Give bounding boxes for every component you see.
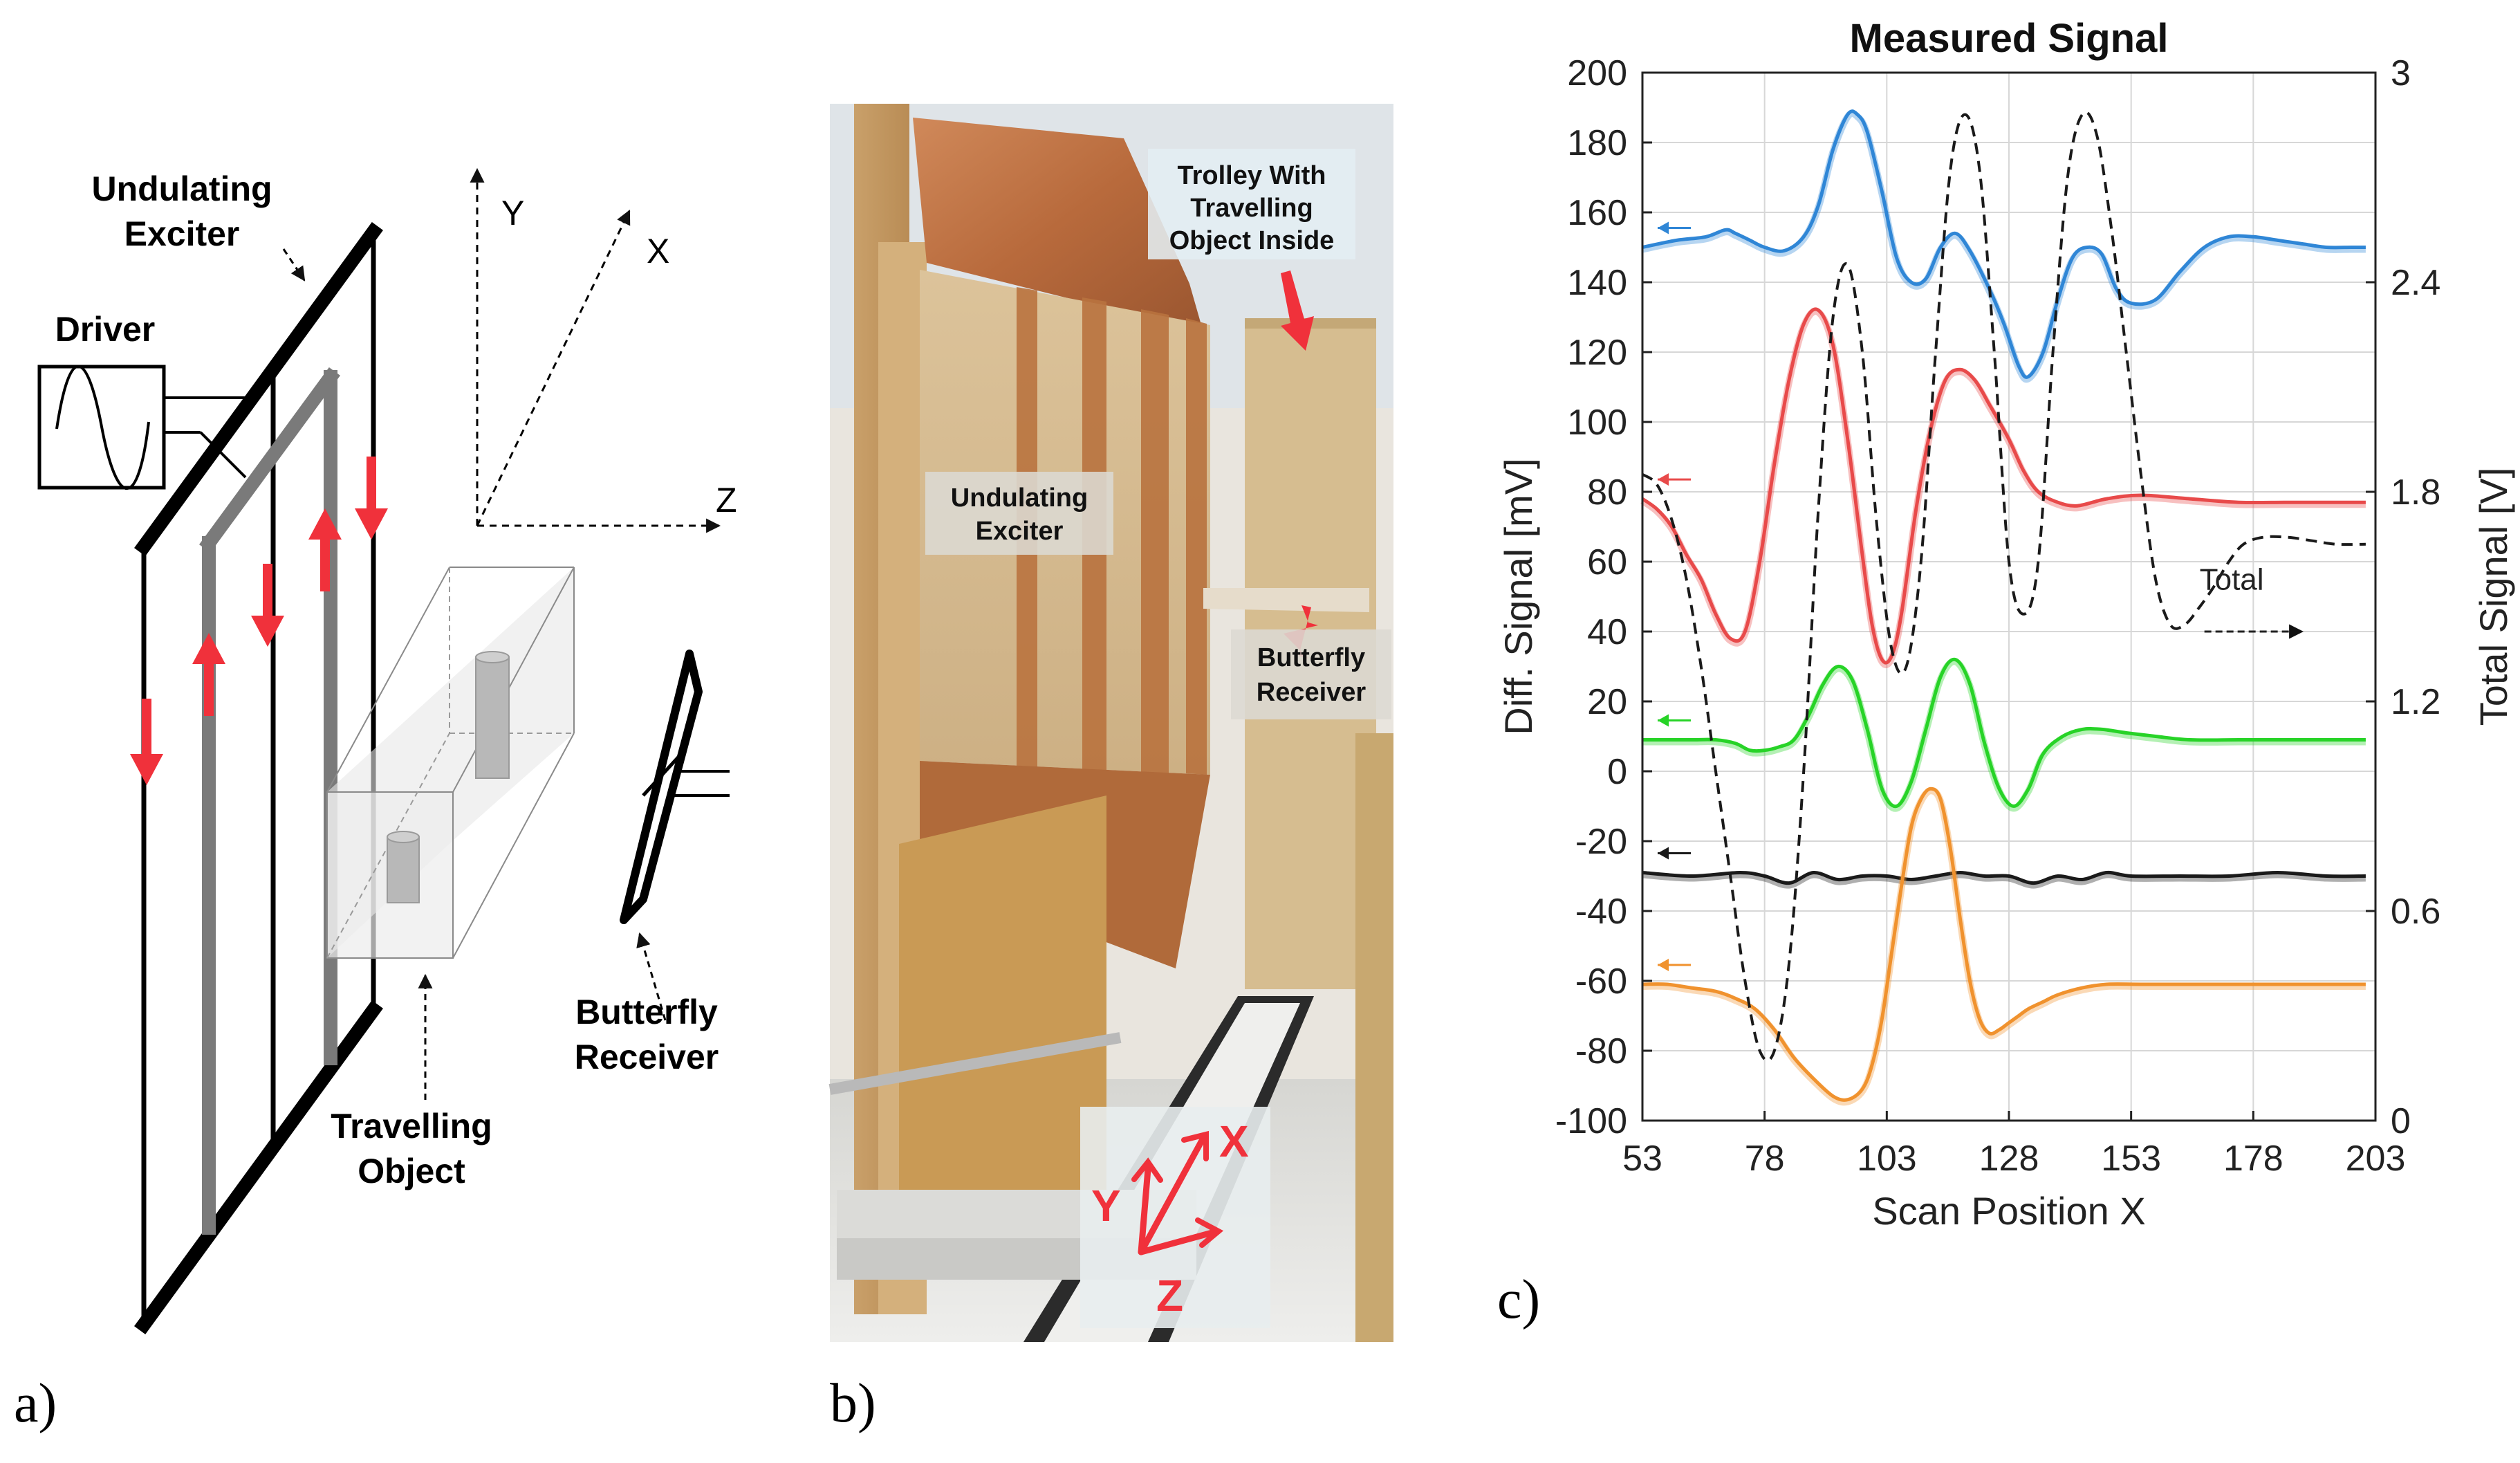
object-label-2: Object	[358, 1152, 465, 1190]
photo-exciter-label-2: Exciter	[976, 517, 1064, 546]
series-arrowhead-2	[1658, 714, 1669, 727]
driver-label: Driver	[55, 310, 156, 349]
driver	[37, 365, 249, 490]
series-markers	[1658, 221, 1691, 972]
y-tick-label: 60	[1587, 542, 1627, 582]
y2-tick-label: 1.8	[2391, 472, 2440, 513]
exciter-frame	[134, 222, 383, 1334]
series-line-total	[1641, 111, 2366, 1062]
y-tick-label: 80	[1587, 472, 1627, 513]
photo-axis-y: Y	[1091, 1181, 1121, 1231]
y-tick-label: 120	[1567, 333, 1627, 373]
chart-series	[1640, 109, 2366, 1106]
travelling-object-box	[326, 567, 575, 1100]
current-arrows	[130, 457, 388, 785]
panel-b-label: b)	[830, 1373, 876, 1434]
series-line-0	[1642, 109, 2366, 379]
photo-axis-x: X	[1219, 1116, 1249, 1166]
y-tick-label: 100	[1567, 403, 1627, 443]
series-arrowhead-0	[1658, 221, 1669, 234]
series-line-4	[1642, 786, 2366, 1102]
panel-b: Trolley With Travelling Object Inside Un…	[828, 104, 1393, 1434]
y-tick-label: -40	[1575, 892, 1627, 932]
receiver-label-2: Receiver	[575, 1038, 719, 1076]
exciter-label-2: Exciter	[124, 214, 240, 253]
y-tick-label: 0	[1607, 752, 1627, 792]
y-tick-label: 20	[1587, 682, 1627, 722]
butterfly-receiver	[282, 248, 730, 1021]
y-tick-label: -20	[1575, 822, 1627, 862]
photo-axis-z: Z	[1156, 1271, 1183, 1321]
y-tick-label: -60	[1575, 961, 1627, 1002]
panel-c-label: c)	[1497, 1269, 1540, 1330]
axis-z-label: Z	[716, 481, 737, 519]
x-tick-label: 103	[1857, 1139, 1917, 1179]
x-axis-label: Scan Position X	[1872, 1189, 2145, 1233]
trolley-label-2: Travelling	[1190, 194, 1313, 223]
y2-tick-label: 0	[2391, 1101, 2411, 1141]
y2-tick-label: 0.6	[2391, 892, 2440, 932]
photo-axes	[1131, 1130, 1224, 1255]
y2-tick-label: 2.4	[2391, 263, 2440, 303]
photo-receiver-label-2: Receiver	[1257, 678, 1366, 707]
trolley-label-3: Object Inside	[1169, 226, 1335, 255]
y-tick-label: -80	[1575, 1031, 1627, 1071]
series-line-shadow	[1642, 871, 2366, 889]
y-tick-label: 40	[1587, 612, 1627, 652]
y2-tick-label: 3	[2391, 53, 2411, 93]
y2-tick-label: 1.2	[2391, 682, 2440, 722]
panel-a-label: a)	[14, 1373, 57, 1434]
photo-receiver-label-1: Butterfly	[1257, 643, 1365, 672]
receiver-label-1: Butterfly	[575, 993, 718, 1031]
y-tick-label: 140	[1567, 263, 1627, 303]
x-tick-label: 53	[1622, 1139, 1662, 1179]
trolley-label-1: Trolley With	[1177, 161, 1326, 190]
y2-axis-label: Total Signal [V]	[2472, 468, 2515, 726]
y-tick-label: 180	[1567, 123, 1627, 163]
axis-y-label: Y	[501, 194, 524, 232]
axis-x-label: X	[647, 232, 669, 270]
x-tick-label: 153	[2101, 1139, 2161, 1179]
panel-c: 53 78 103 128 153 178 203 -100 -80 -60 -40 -20 0 20 40…	[1497, 16, 2515, 1330]
y-tick-label: 160	[1567, 193, 1627, 233]
x-tick-label: 78	[1745, 1139, 1785, 1179]
series-line-1	[1641, 307, 2366, 665]
y-axis-label: Diff. Signal [mV]	[1497, 458, 1540, 735]
series-arrowhead-3	[1658, 847, 1669, 860]
axes-triad	[470, 167, 721, 533]
chart-title: Measured Signal	[1850, 16, 2169, 61]
exciter-label-1: Undulating	[91, 169, 272, 208]
y-tick-label: -100	[1555, 1101, 1627, 1141]
x-tick-label: 178	[2223, 1139, 2283, 1179]
photo-exciter-label-1: Undulating	[951, 484, 1088, 513]
series-arrowhead-1	[1658, 473, 1669, 486]
series-line-2	[1642, 657, 2366, 809]
x-tick-label: 203	[2346, 1139, 2406, 1179]
x-tick-label: 128	[1979, 1139, 2039, 1179]
chart-ticks: 53 78 103 128 153 178 203 -100 -80 -60 -40 -20 0 20 40…	[1555, 53, 2440, 1179]
series-arrowhead-4	[1658, 959, 1669, 972]
series-line-3	[1642, 870, 2366, 885]
total-annotation: Total	[2200, 562, 2264, 596]
panel-a: Undulating Exciter Driver Travelling Obj…	[14, 167, 737, 1434]
y-tick-label: 200	[1567, 53, 1627, 93]
photo-labels	[925, 149, 1391, 1328]
object-label-1: Travelling	[331, 1107, 492, 1145]
